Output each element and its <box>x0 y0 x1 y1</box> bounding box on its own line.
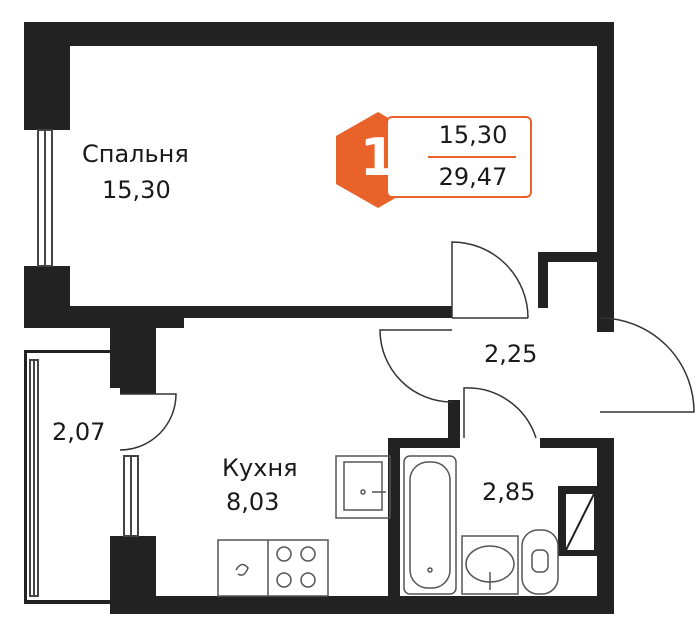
area-summary-badge: 1 15,30 29,47 <box>336 112 532 206</box>
toilet-icon <box>521 529 559 595</box>
balcony-area: 2,07 <box>52 418 106 446</box>
kitchen-area: 8,03 <box>226 488 280 516</box>
kitchen-fixtures <box>217 455 391 597</box>
bathroom-area: 2,85 <box>482 478 536 506</box>
kitchen-name: Кухня <box>222 454 298 482</box>
sink-icon <box>335 455 391 519</box>
stove-icon <box>217 539 329 597</box>
badge-separator <box>428 156 516 158</box>
bathroom-fixtures <box>403 455 559 595</box>
bedroom-name: Спальня <box>82 140 189 168</box>
bathtub-icon <box>403 455 457 595</box>
bedroom-area: 15,30 <box>102 176 171 204</box>
rooms-count: 1 <box>359 128 397 188</box>
total-area: 29,47 <box>438 163 508 191</box>
door-swings <box>119 241 695 451</box>
hall-area: 2,25 <box>484 340 538 368</box>
living-area: 15,30 <box>438 121 508 149</box>
washbasin-icon <box>461 535 519 595</box>
walls <box>24 22 614 614</box>
windows <box>29 129 139 597</box>
